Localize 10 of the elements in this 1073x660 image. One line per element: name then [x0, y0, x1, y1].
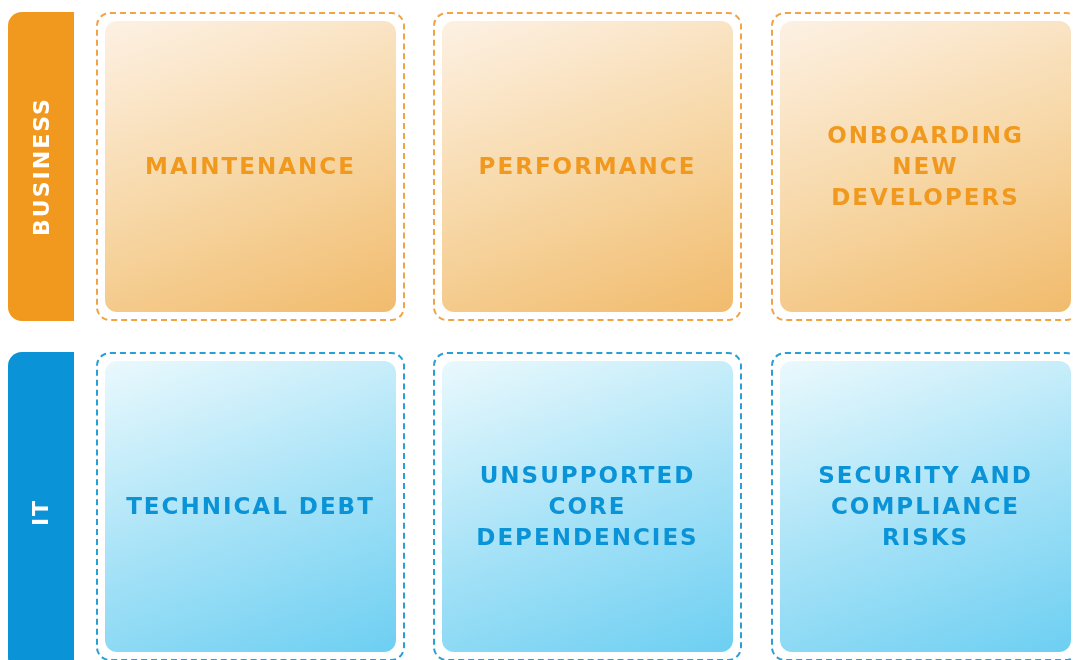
- tile-title: UNSUPPORTED CORE DEPENDENCIES: [475, 461, 700, 552]
- row-header-label: IT: [28, 498, 54, 526]
- row-header-band: [8, 352, 74, 660]
- tile-title: SECURITY AND COMPLIANCE RISKS: [817, 461, 1034, 552]
- tile-title: MAINTENANCE: [145, 152, 356, 181]
- tile-title: ONBOARDING NEW DEVELOPERS: [826, 121, 1025, 212]
- row-header-label: BUSINESS: [28, 97, 54, 236]
- tile-title: PERFORMANCE: [478, 152, 697, 181]
- row-header-band: [8, 12, 74, 321]
- tile-title: TECHNICAL DEBT: [126, 492, 375, 521]
